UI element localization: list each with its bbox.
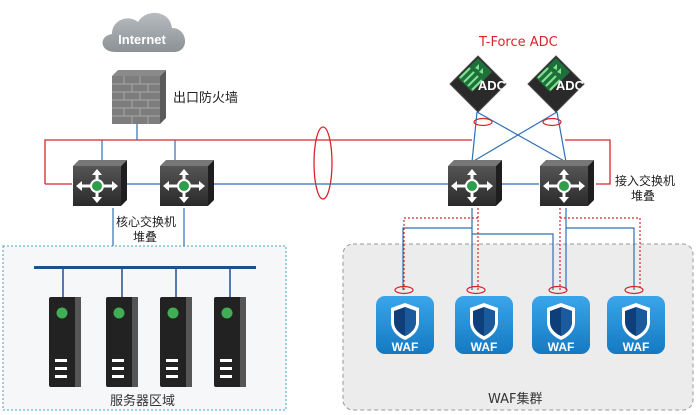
- adc-link-ellipse: [542, 117, 562, 127]
- firewall-label: 出口防火墙: [173, 91, 239, 106]
- waf-device-label: WAF: [548, 340, 575, 354]
- firewall-icon: [112, 70, 166, 124]
- waf-device-label: WAF: [392, 340, 419, 354]
- server-bus: [34, 266, 256, 269]
- server-icon: [160, 297, 192, 387]
- waf-cluster-box: [342, 243, 694, 411]
- link-aggregation-ellipse: [313, 126, 333, 200]
- server-icon: [49, 297, 81, 387]
- server-icon: [214, 297, 246, 387]
- access-switch-icon: [539, 159, 595, 207]
- access-switch-label-line1: 接入交换机: [615, 174, 676, 188]
- adc-title: T-Force ADC: [479, 35, 558, 50]
- server-icon: [106, 297, 138, 387]
- core-switch-icon: [72, 159, 128, 207]
- server-zone-label: 服务器区域: [110, 394, 176, 409]
- core-switch-label-line2: 堆叠: [133, 230, 158, 244]
- internet-cloud-icon: [102, 12, 186, 52]
- access-switch-icon: [447, 159, 503, 207]
- waf-device-label: WAF: [471, 340, 498, 354]
- waf-link-ellipse: [548, 285, 568, 295]
- waf-link-ellipse: [624, 285, 644, 295]
- adc-device-label: ADC: [556, 78, 585, 93]
- adc-link-ellipse: [473, 117, 493, 127]
- core-switch-icon: [159, 159, 215, 207]
- waf-cluster-label: WAF集群: [488, 392, 543, 407]
- waf-link-ellipse: [466, 285, 486, 295]
- waf-link-ellipse: [394, 285, 414, 295]
- internet-label: Internet: [118, 32, 166, 47]
- adc-device-label: ADC: [478, 78, 507, 93]
- waf-device-label: WAF: [623, 340, 650, 354]
- core-switch-label-line1: 核心交换机: [116, 215, 177, 229]
- access-switch-label-line2: 堆叠: [631, 189, 656, 203]
